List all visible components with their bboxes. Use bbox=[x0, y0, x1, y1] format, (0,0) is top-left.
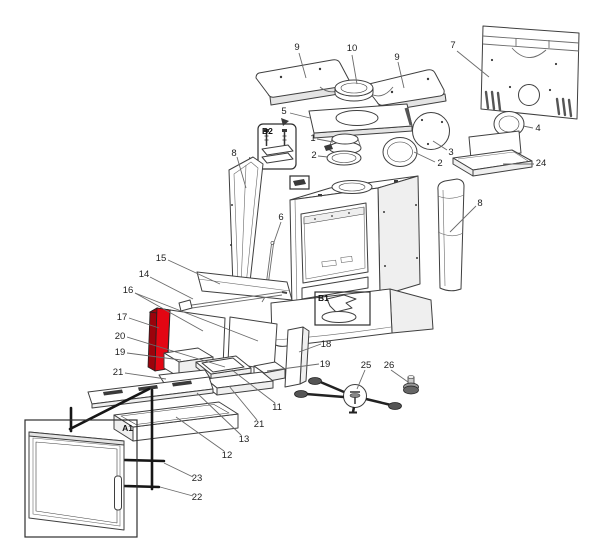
part-label-19-right: 19 bbox=[320, 359, 331, 370]
part-firebox-body bbox=[289, 175, 421, 309]
part-25-foot-spider bbox=[294, 377, 402, 414]
part-label-8-left: 8 bbox=[231, 148, 236, 159]
part-label-15: 15 bbox=[156, 253, 167, 264]
part-label-8-right: 8 bbox=[477, 198, 482, 209]
part-7-back-panel bbox=[480, 25, 580, 120]
part-label-17: 17 bbox=[117, 312, 128, 323]
part-5-top-frame-plate bbox=[308, 103, 413, 139]
gasket-cords bbox=[68, 387, 166, 500]
part-label-22: 22 bbox=[192, 492, 203, 503]
part-label-5: 5 bbox=[281, 106, 286, 117]
part-label-6: 6 bbox=[278, 212, 283, 223]
clip-glyph-top bbox=[281, 118, 289, 126]
firebox-clip-detail-box bbox=[289, 175, 310, 190]
part-label-24: 24 bbox=[536, 158, 547, 169]
part-label-16: 16 bbox=[123, 285, 134, 296]
ref-box-B2-label: B2 bbox=[262, 126, 273, 136]
door-handle bbox=[114, 475, 122, 511]
part-10-top-cap bbox=[334, 79, 374, 102]
part-label-2-right: 2 bbox=[437, 158, 442, 169]
part-18-side-brick-right bbox=[284, 326, 310, 388]
part-number-labels: 9 10 9 7 5 1 2 2 3 4 24 8 8 6 15 14 16 1… bbox=[113, 40, 547, 503]
part-14-bar bbox=[178, 291, 288, 312]
part-2-ring-left bbox=[326, 150, 362, 166]
part-24-shelf bbox=[452, 130, 533, 177]
part-label-2-left: 2 bbox=[311, 150, 316, 161]
ref-box-A1: A1 bbox=[24, 419, 138, 538]
part-9-left-top-plate bbox=[255, 59, 352, 106]
part-label-18: 18 bbox=[321, 339, 332, 350]
part-8-left-side-panel bbox=[228, 156, 264, 292]
part-label-1: 1 bbox=[310, 133, 315, 144]
part-label-12: 12 bbox=[222, 450, 233, 461]
part-label-23: 23 bbox=[192, 473, 203, 484]
part-label-4: 4 bbox=[535, 123, 540, 134]
part-label-21-left: 21 bbox=[113, 367, 124, 378]
part-label-14: 14 bbox=[139, 269, 150, 280]
part-2-ring-right bbox=[382, 137, 418, 167]
part-4-flue-ring bbox=[493, 111, 525, 140]
part-label-3: 3 bbox=[448, 147, 453, 158]
ref-box-A1-label: A1 bbox=[122, 423, 133, 433]
ref-box-B1-label: B1 bbox=[318, 293, 329, 303]
part-label-7: 7 bbox=[450, 40, 455, 51]
part-label-9-left: 9 bbox=[294, 42, 299, 53]
ref-box-B1: B1 bbox=[314, 291, 371, 326]
part-label-13: 13 bbox=[239, 434, 250, 445]
part-3-blanking-disc bbox=[412, 112, 450, 150]
part-label-11: 11 bbox=[272, 402, 282, 413]
part-label-25: 25 bbox=[361, 360, 372, 371]
part-label-10: 10 bbox=[347, 43, 358, 54]
part-8-right-side-panel bbox=[437, 178, 465, 292]
leader-lines bbox=[124, 50, 534, 497]
part-label-20: 20 bbox=[115, 331, 126, 342]
part-door-assembly bbox=[28, 431, 125, 531]
part-label-26: 26 bbox=[384, 360, 395, 371]
part-label-9-right: 9 bbox=[394, 52, 399, 63]
ref-box-B2: B2 bbox=[257, 123, 297, 170]
part-1-flue-collar bbox=[324, 133, 362, 155]
part-label-19-left: 19 bbox=[115, 347, 126, 358]
part-label-21-right: 21 bbox=[254, 419, 265, 430]
part-26-adjustable-foot bbox=[403, 375, 419, 395]
part-13-slotted-strip bbox=[87, 376, 214, 409]
part-12-ash-pan bbox=[113, 401, 239, 442]
